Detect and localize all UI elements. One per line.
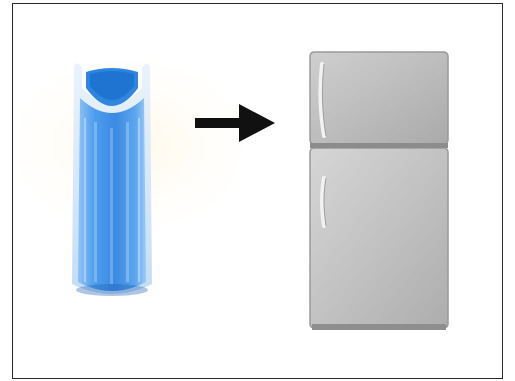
refrigerator-icon (309, 51, 449, 330)
right-arrow-icon (195, 104, 275, 142)
ice-pack-icon (72, 63, 152, 296)
